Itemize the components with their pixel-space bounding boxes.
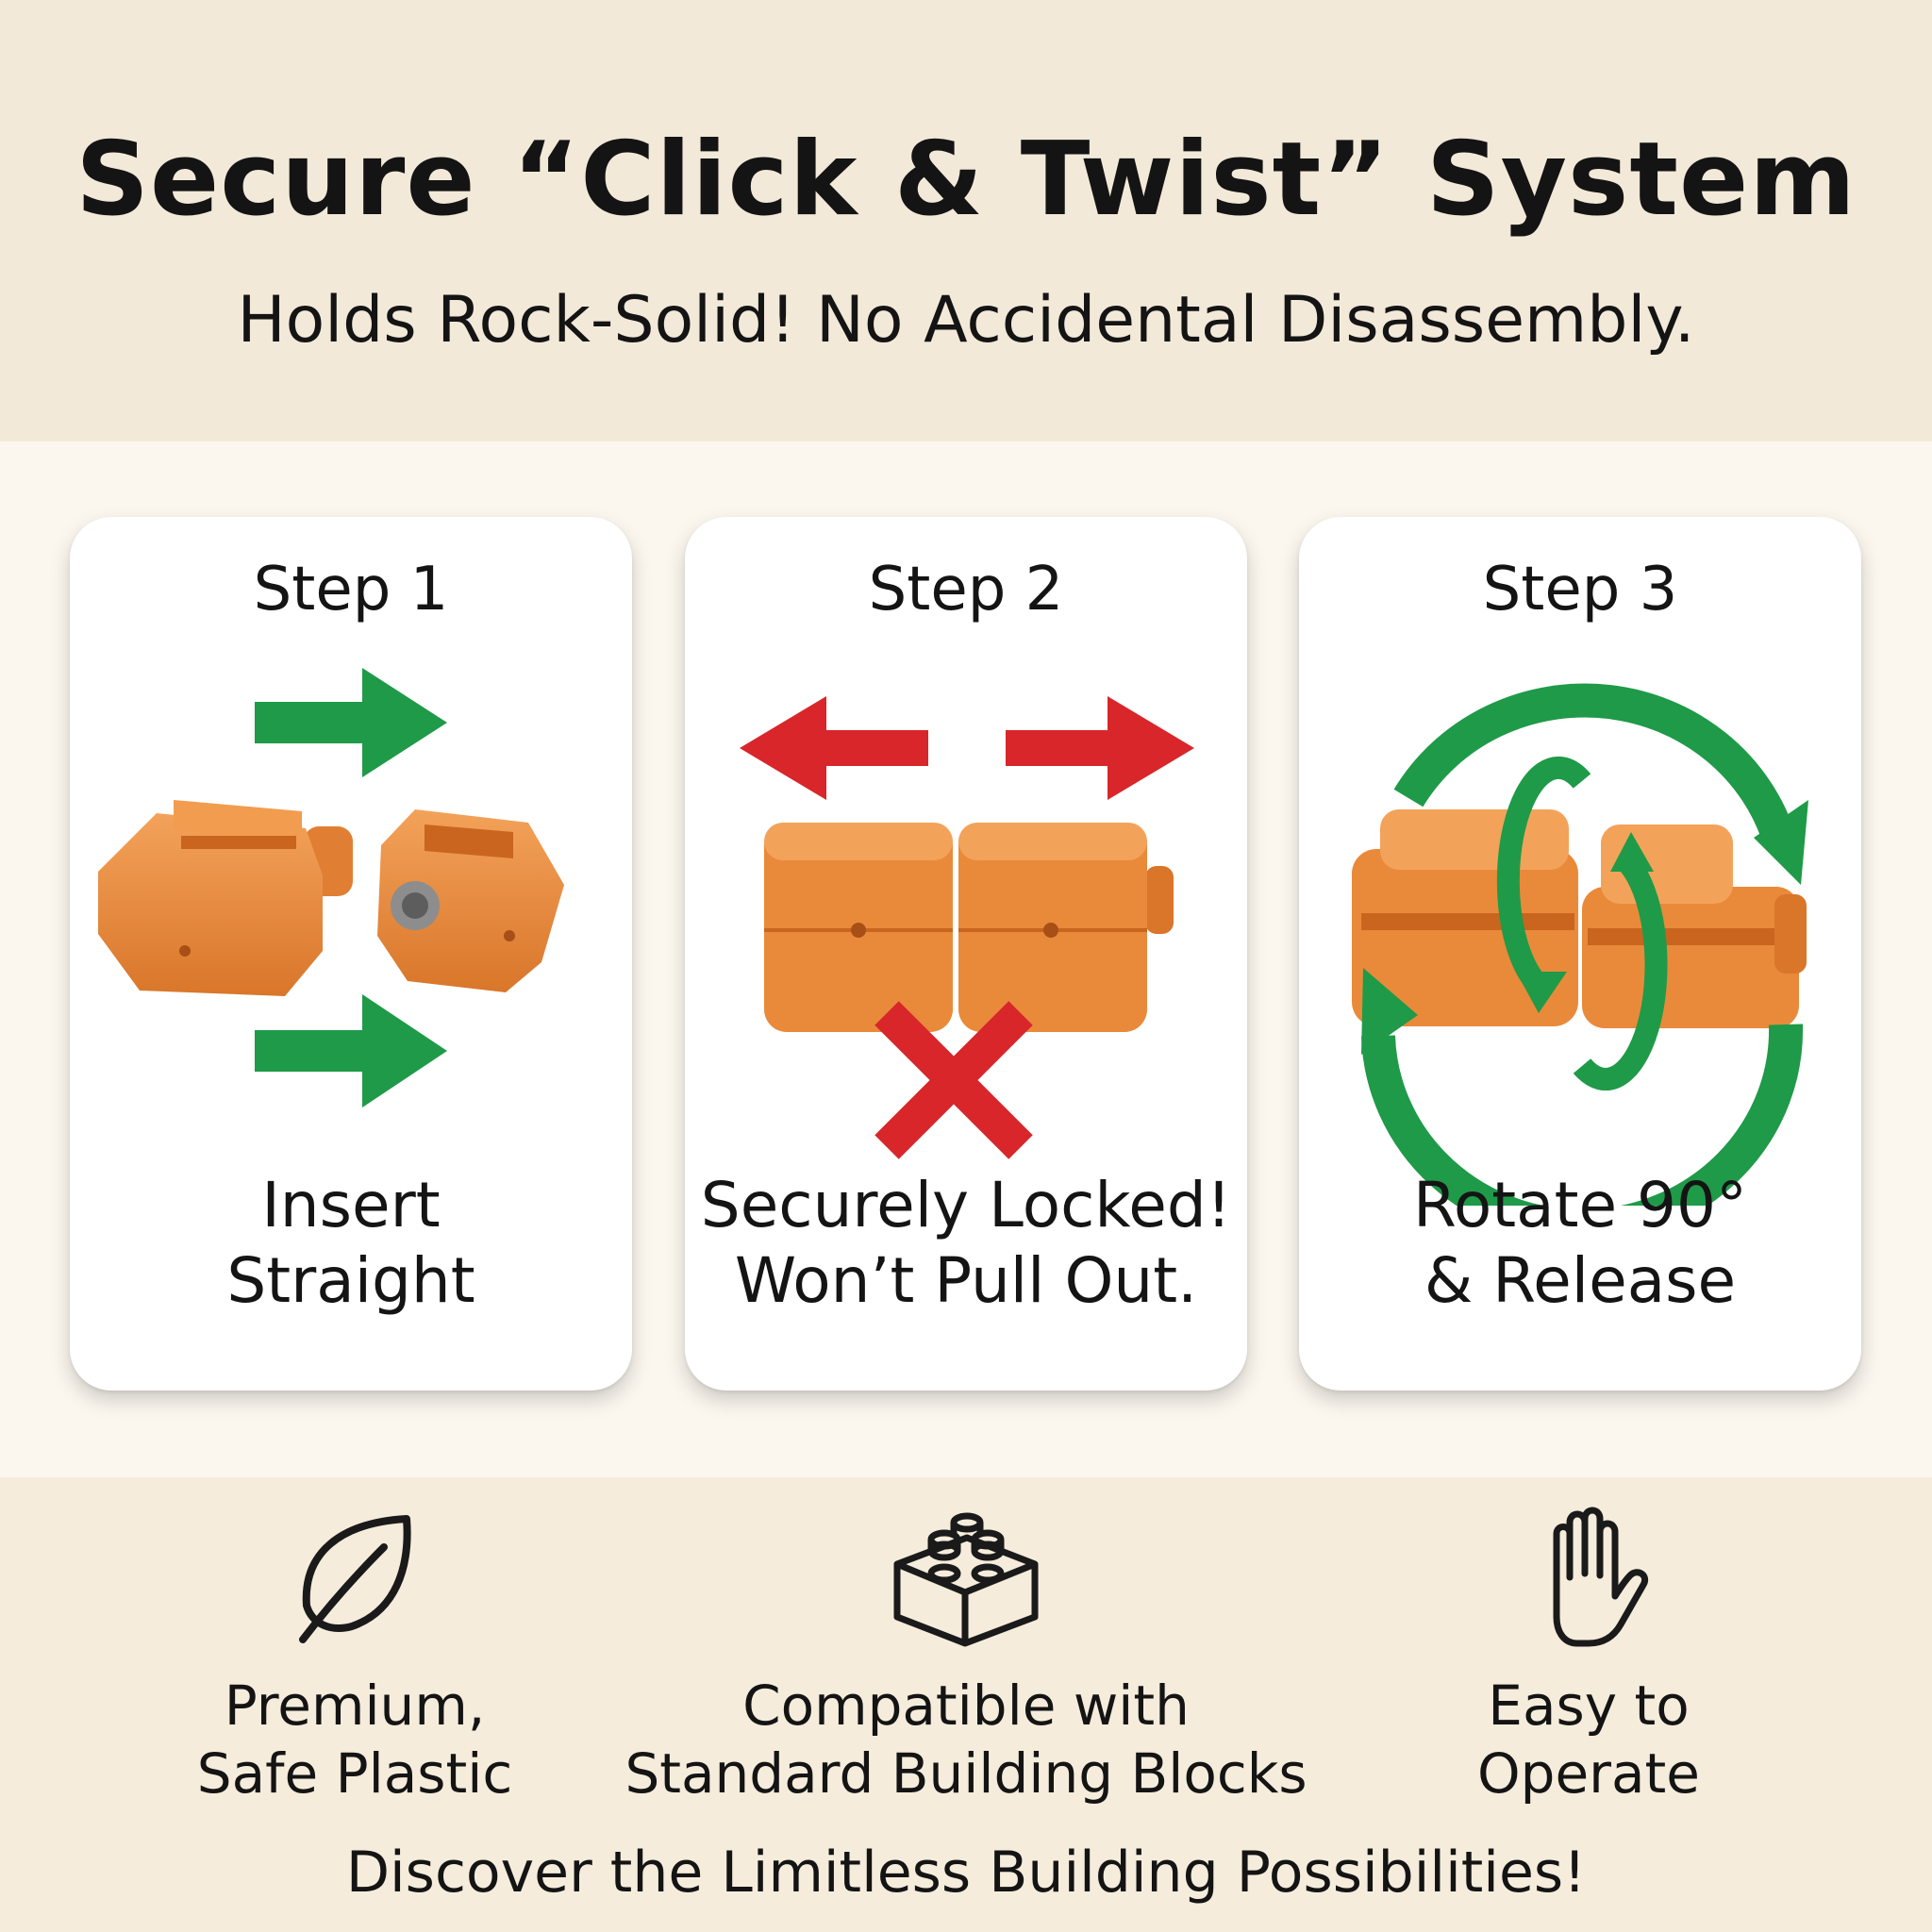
feature-easy-operate: Easy to Operate [1400,1506,1777,1807]
insert-straight-illustration [98,668,564,1108]
orange-block [377,809,564,992]
arrow-left-icon [740,696,928,800]
arrow-right-icon [255,668,447,777]
feature-label: Premium, Safe Plastic [196,1674,513,1806]
step-caption: Insert Straight [226,1169,475,1317]
orange-block [958,823,1147,1032]
step-caption: Rotate 90° & Release [1412,1169,1748,1317]
step-card-2: Step 2 Se [685,517,1247,1391]
step-card-3: Step 3 Rotate 90° & Rel [1299,517,1861,1391]
arrow-right-icon [1006,696,1194,800]
step-label: Step 3 [1482,555,1678,625]
page-subtitle: Holds Rock-Solid! No Accidental Disassem… [237,283,1695,358]
locked-illustration [740,696,1194,1159]
rotate-release-illustration [1352,683,1808,1206]
orange-block [98,800,353,996]
orange-block [764,823,953,1032]
step-caption: Securely Locked! Won’t Pull Out. [700,1169,1232,1317]
step-label: Step 1 [253,555,449,625]
rotate-icon [1496,756,1668,1091]
feature-safe-plastic: Premium, Safe Plastic [166,1506,543,1807]
rotate-icon [1361,683,1808,1206]
cross-icon [874,1001,1033,1159]
feature-label: Easy to Operate [1477,1674,1700,1806]
feature-compatible: Compatible with Standard Building Blocks [579,1506,1353,1807]
building-block-icon [893,1512,1039,1647]
leaf-icon [299,1515,411,1643]
page-title: Secure “Click & Twist” System [75,121,1857,239]
hand-icon [1553,1507,1648,1647]
arrow-right-icon [255,994,447,1108]
step-card-1: Step 1 [70,517,632,1391]
header-band [0,0,1932,441]
tagline: Discover the Limitless Building Possibil… [345,1840,1587,1906]
step-label: Step 2 [868,555,1064,625]
feature-label: Compatible with Standard Building Blocks [625,1674,1307,1806]
